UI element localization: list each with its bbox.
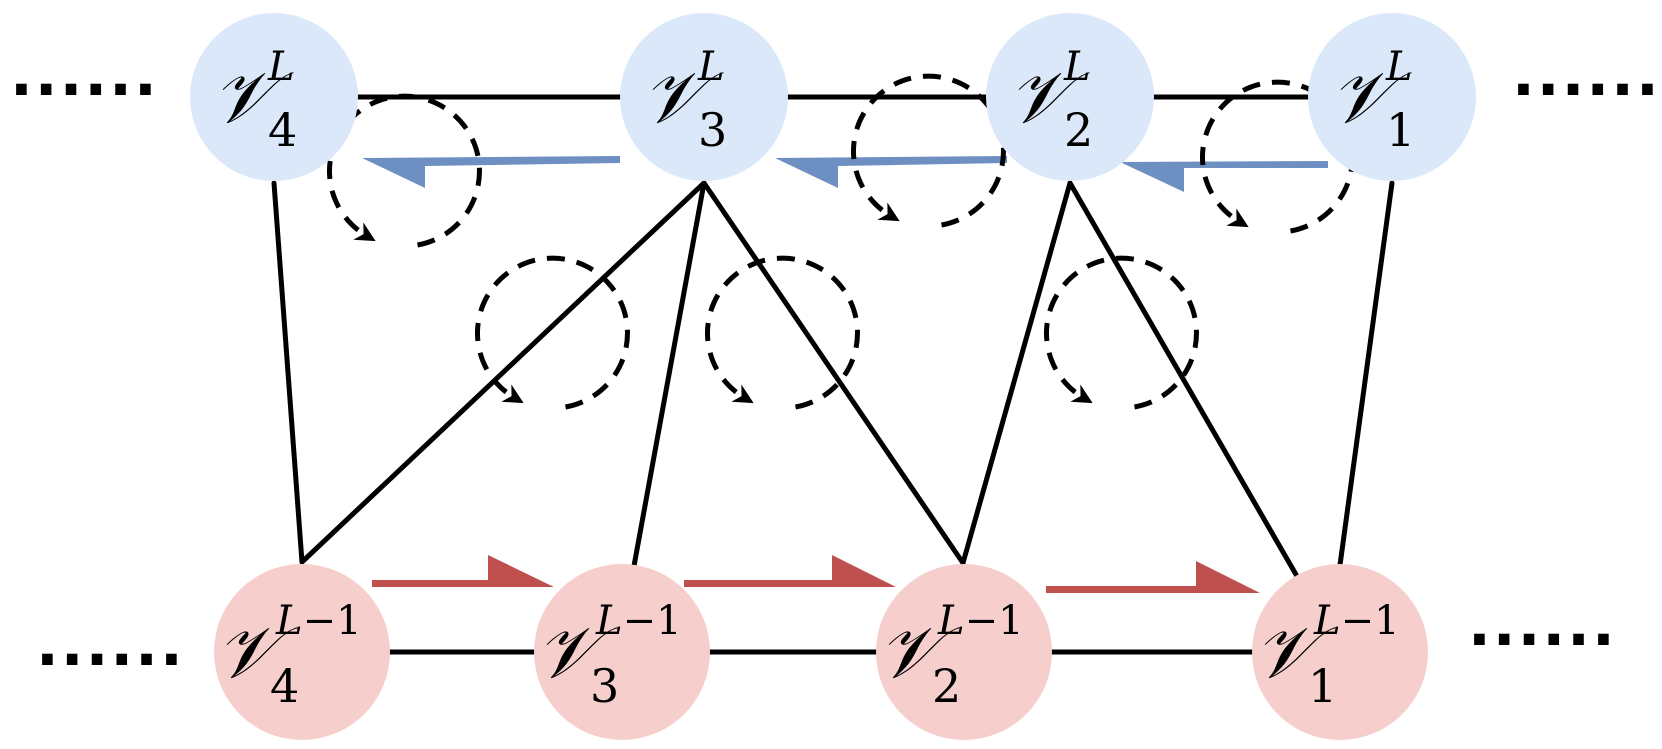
edge-cross-u1-l1: [1337, 180, 1395, 568]
ellipsis-lower-right: ......: [1468, 590, 1617, 660]
upper-node-4: 𝒱 L 4: [190, 13, 358, 181]
rightward-half-arrow-icon: [684, 555, 896, 587]
dashed-circular-arrow-icon: [704, 255, 860, 410]
node-circle: [190, 13, 358, 181]
loop-indicators: [326, 73, 1355, 410]
lower-node-4: 𝒱 L−1 4: [214, 564, 390, 740]
node-subscript: 4: [270, 659, 299, 713]
dashed-circular-arrow-icon: [1199, 79, 1355, 234]
node-superscript-rest: −1: [1341, 598, 1400, 644]
node-superscript-var: L: [1313, 598, 1341, 644]
leftward-half-arrow-icon: [362, 156, 620, 188]
node-superscript-rest: −1: [623, 598, 682, 644]
node-circle: [1308, 13, 1476, 181]
node-circle: [876, 564, 1052, 740]
ellipsis-upper-right: ......: [1512, 40, 1661, 110]
upper-direction-arrows: [362, 156, 1328, 192]
edge-cross-u2-l2: [960, 180, 1073, 566]
node-superscript: L−1: [1313, 598, 1400, 644]
leftward-half-arrow-icon: [775, 156, 1007, 188]
dashed-circular-arrow-icon: [474, 255, 630, 410]
node-superscript-var: L: [275, 598, 303, 644]
node-superscript: L−1: [595, 598, 682, 644]
node-subscript: 2: [932, 659, 961, 713]
rightward-half-arrow-icon: [1046, 561, 1260, 593]
rightward-half-arrow-icon: [372, 555, 554, 587]
node-superscript: L−1: [275, 598, 362, 644]
upper-node-3: 𝒱 L 3: [620, 13, 788, 181]
leftward-half-arrow-icon: [1120, 161, 1328, 192]
lower-layer: 𝒱 L−1 4 𝒱 L−1 3 𝒱 L−1 2 𝒱 L−1 1: [214, 564, 1428, 740]
edge-cross-u3-l4: [299, 180, 707, 565]
lower-node-3: 𝒱 L−1 3: [534, 564, 710, 740]
lower-node-2: 𝒱 L−1 2: [876, 564, 1052, 740]
node-superscript-rest: −1: [303, 598, 362, 644]
edge-cross-u4-l4: [271, 180, 305, 565]
node-circle: [1252, 564, 1428, 740]
node-subscript: 4: [268, 103, 297, 157]
node-superscript-rest: −1: [965, 598, 1024, 644]
node-circle: [534, 564, 710, 740]
ellipsis-lower-left: ......: [36, 610, 185, 680]
node-subscript: 3: [698, 103, 727, 157]
node-superscript: L−1: [937, 598, 1024, 644]
upper-node-1: 𝒱 L 1: [1308, 13, 1476, 181]
upper-layer: 𝒱 L 4 𝒱 L 3 𝒱 L 2 𝒱 L 1: [190, 13, 1476, 181]
upper-node-2: 𝒱 L 2: [986, 13, 1154, 181]
node-superscript-var: L: [595, 598, 623, 644]
dashed-circular-arrow-icon: [850, 73, 1006, 228]
node-circle: [620, 13, 788, 181]
node-superscript: L: [1385, 44, 1413, 90]
node-circle: [986, 13, 1154, 181]
node-superscript: L: [1063, 44, 1091, 90]
edge-cross-u2-l1: [1067, 180, 1301, 581]
node-subscript: 2: [1064, 103, 1093, 157]
dashed-circular-arrow-icon: [1043, 255, 1199, 410]
ellipsis-upper-left: ......: [10, 40, 159, 110]
node-subscript: 1: [1386, 103, 1415, 157]
node-subscript: 3: [590, 659, 619, 713]
node-subscript: 1: [1308, 659, 1337, 713]
lower-direction-arrows: [372, 555, 1260, 593]
lower-node-1: 𝒱 L−1 1: [1252, 564, 1428, 740]
node-superscript: L: [267, 44, 295, 90]
dashed-circular-arrow-icon: [326, 93, 482, 248]
edge-cross-u3-l2: [701, 180, 966, 566]
node-circle: [214, 564, 390, 740]
node-superscript-var: L: [937, 598, 965, 644]
edge-cross-u3-l3: [631, 180, 707, 569]
node-superscript: L: [697, 44, 725, 90]
